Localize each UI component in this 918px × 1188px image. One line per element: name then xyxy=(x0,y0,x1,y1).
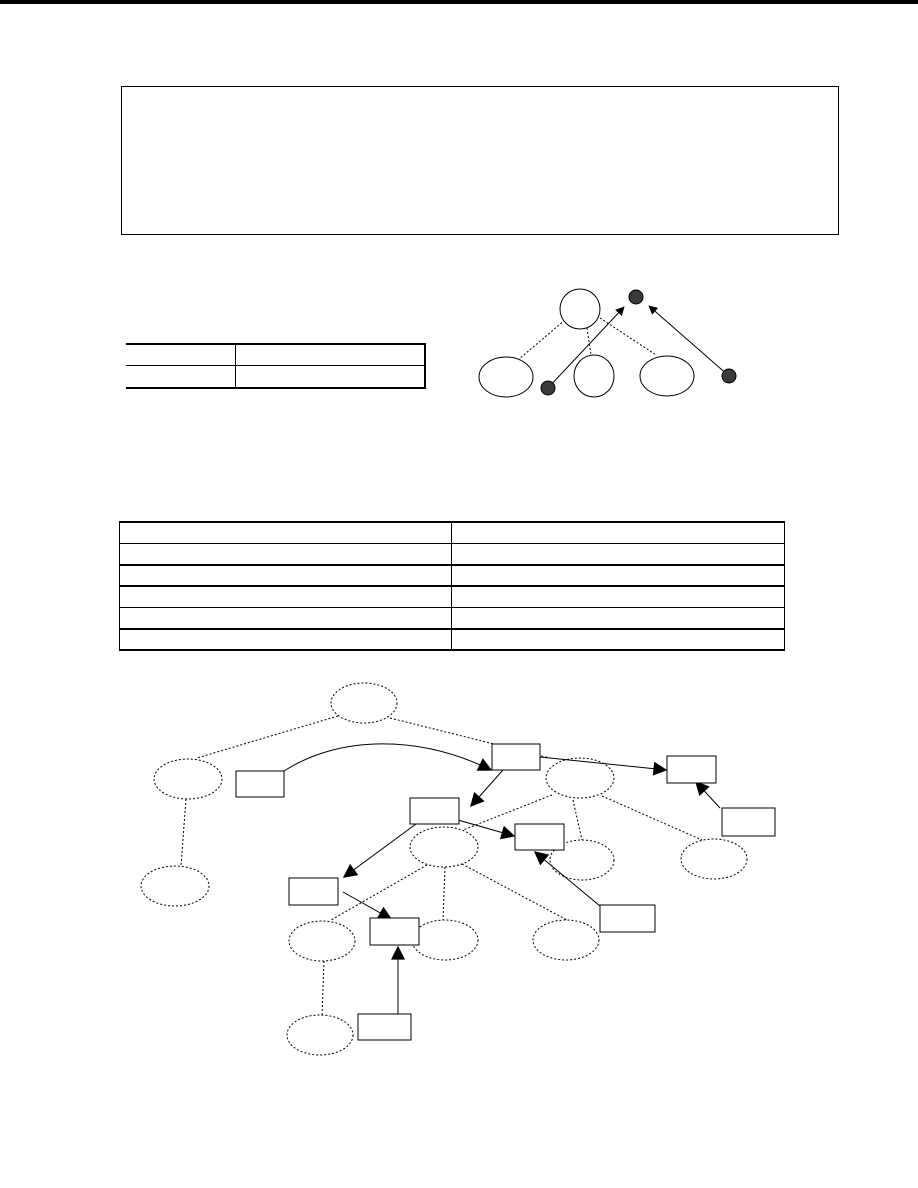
small-table-middle-rule xyxy=(126,365,426,366)
pointer-dot xyxy=(540,380,556,396)
tree-edge xyxy=(601,795,703,841)
tree-node xyxy=(409,826,479,868)
pointer-dot xyxy=(628,289,644,305)
tree-node xyxy=(140,865,210,907)
tree-edge xyxy=(586,327,592,356)
pointer-box xyxy=(409,797,460,825)
tree-node xyxy=(288,920,356,962)
small-table-top-rule xyxy=(126,343,426,345)
pointer-arrow xyxy=(648,305,730,377)
small-tree-diagram xyxy=(478,288,737,398)
tree-edge xyxy=(321,960,325,1017)
large-table-row-rule xyxy=(119,543,785,544)
small-table xyxy=(126,343,426,389)
large-table-top-rule xyxy=(119,521,785,523)
pointer-box xyxy=(288,877,339,906)
tree-edge xyxy=(461,863,568,921)
tree-edge xyxy=(196,715,339,759)
large-table-column-divider xyxy=(451,521,452,651)
tree-node xyxy=(153,758,223,800)
tree-node xyxy=(286,1014,354,1056)
pointer-dot xyxy=(721,368,737,384)
large-tree-diagram xyxy=(140,682,776,1056)
large-table xyxy=(119,521,785,651)
pointer-box xyxy=(666,755,717,784)
pointer-arrow xyxy=(539,756,668,776)
pointer-box xyxy=(514,823,565,851)
small-table-right-edge xyxy=(424,343,426,389)
tree-node xyxy=(549,839,615,881)
tree-node xyxy=(559,288,601,330)
tree-node xyxy=(545,757,615,799)
pointer-box xyxy=(235,770,285,798)
tree-node xyxy=(478,356,534,398)
tree-edge xyxy=(518,319,566,360)
large-table-row-rule xyxy=(119,585,785,587)
tree-node xyxy=(573,354,615,398)
tree-edge xyxy=(572,799,583,841)
tree-node xyxy=(330,682,398,724)
page-top-bar xyxy=(0,0,918,4)
pointer-arrow xyxy=(342,891,393,920)
small-table-column-divider xyxy=(235,343,236,389)
pointer-box xyxy=(491,743,541,771)
large-table-row-rule xyxy=(119,628,785,630)
pointer-arrow xyxy=(533,851,601,907)
tree-edge xyxy=(330,864,428,921)
pointer-arrow xyxy=(547,306,625,389)
large-table-row-rule xyxy=(119,607,785,608)
pointer-arrow xyxy=(695,780,721,809)
tree-edge xyxy=(599,317,657,356)
tree-edge xyxy=(442,866,446,921)
pointer-arrow xyxy=(470,769,504,808)
large-table-bottom-rule xyxy=(119,649,785,651)
pointer-box xyxy=(599,904,656,933)
pointer-box xyxy=(721,807,776,837)
small-table-bottom-rule xyxy=(126,387,426,389)
tree-node xyxy=(532,919,600,961)
pointer-arrow xyxy=(283,743,493,772)
text-frame xyxy=(121,86,839,235)
tree-node xyxy=(680,838,748,880)
pointer-box xyxy=(369,917,420,946)
pointer-arrow xyxy=(457,819,516,840)
tree-edge xyxy=(180,798,187,867)
large-table-row-rule xyxy=(119,564,785,566)
tree-node xyxy=(639,355,695,397)
pointer-box xyxy=(357,1013,412,1041)
pointer-arrow xyxy=(342,823,417,878)
tree-node xyxy=(411,919,479,961)
